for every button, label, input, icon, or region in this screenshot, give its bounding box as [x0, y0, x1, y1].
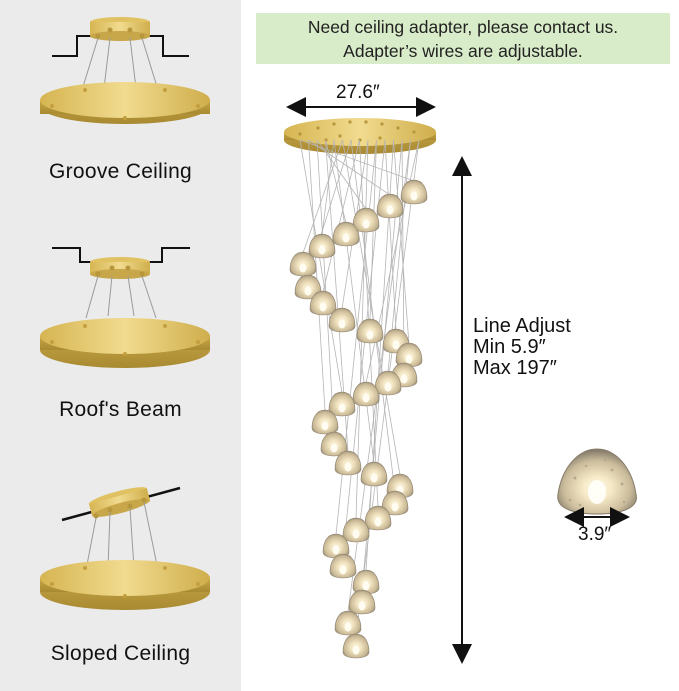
crystal-pendant — [289, 251, 317, 277]
sloped-ceiling-diagram — [40, 486, 210, 610]
line-min-label: Min 5.9″ — [473, 336, 546, 358]
crystal-pendant — [329, 553, 357, 579]
crystal-pendant — [322, 533, 350, 559]
notice-line-1: Need ceiling adapter, please contact us. — [307, 17, 619, 37]
crystal-pendant — [320, 431, 348, 457]
crystal-pendant — [294, 274, 322, 300]
crystal-pendant — [334, 610, 362, 636]
crystal-pendant — [342, 517, 370, 543]
single-pendant-detail — [557, 448, 637, 527]
crystal-pendant — [376, 193, 404, 219]
adapter-notice-banner: Need ceiling adapter, please contact us.… — [256, 13, 670, 64]
roofs-beam-label: Roof's Beam — [59, 398, 182, 421]
crystal-pendant — [334, 450, 362, 476]
crystal-pendant — [332, 221, 360, 247]
crystal-pendant — [311, 409, 339, 435]
crystal-pendants — [289, 179, 428, 659]
line-adjust-info: Line Adjust Min 5.9″ Max 197″ — [473, 316, 571, 379]
suspension-wire — [350, 139, 396, 493]
sloped-ceiling-label: Sloped Ceiling — [50, 642, 191, 665]
crystal-pendant — [364, 505, 392, 531]
crystal-pendant — [374, 370, 402, 396]
suspension-wire — [308, 139, 326, 412]
crystal-pendant — [348, 589, 376, 615]
groove-ceiling-label: Groove Ceiling — [48, 160, 193, 183]
crystal-pendant — [328, 307, 356, 333]
crystal-pendant — [381, 490, 409, 516]
pendant-width-label: 3.9″ — [578, 524, 612, 545]
crystal-pendant — [309, 290, 337, 316]
crystal-pendant — [328, 391, 356, 417]
suspension-wire — [321, 139, 335, 236]
suspension-wire — [393, 139, 410, 345]
suspension-wire — [302, 139, 343, 254]
crystal-pendant — [342, 633, 370, 659]
canopy-width-label: 27.6″ — [336, 82, 380, 103]
crystal-pendant — [395, 342, 423, 368]
line-adjust-title: Line Adjust — [473, 315, 571, 337]
crystal-pendant — [400, 179, 428, 205]
crystal-pendant — [352, 381, 380, 407]
suspension-wire — [322, 139, 360, 293]
crystal-pendant — [352, 569, 380, 595]
suspension-wire — [299, 139, 343, 394]
notice-line-2: Adapter’s wires are adjustable. — [343, 41, 583, 61]
suspension-wire — [384, 139, 397, 331]
crystal-pendant — [356, 318, 384, 344]
groove-ceiling-diagram — [40, 17, 210, 124]
crystal-pendant — [352, 207, 380, 233]
crystal-pendant — [308, 233, 336, 259]
suspension-wire — [342, 139, 401, 476]
crystal-pendant — [360, 461, 388, 487]
roofs-beam-diagram — [40, 247, 210, 368]
line-max-label: Max 197″ — [473, 357, 557, 379]
suspension-wire — [401, 139, 405, 365]
suspension-wire — [333, 139, 375, 464]
suspension-wire — [308, 139, 391, 196]
suspension-wire — [316, 139, 335, 434]
